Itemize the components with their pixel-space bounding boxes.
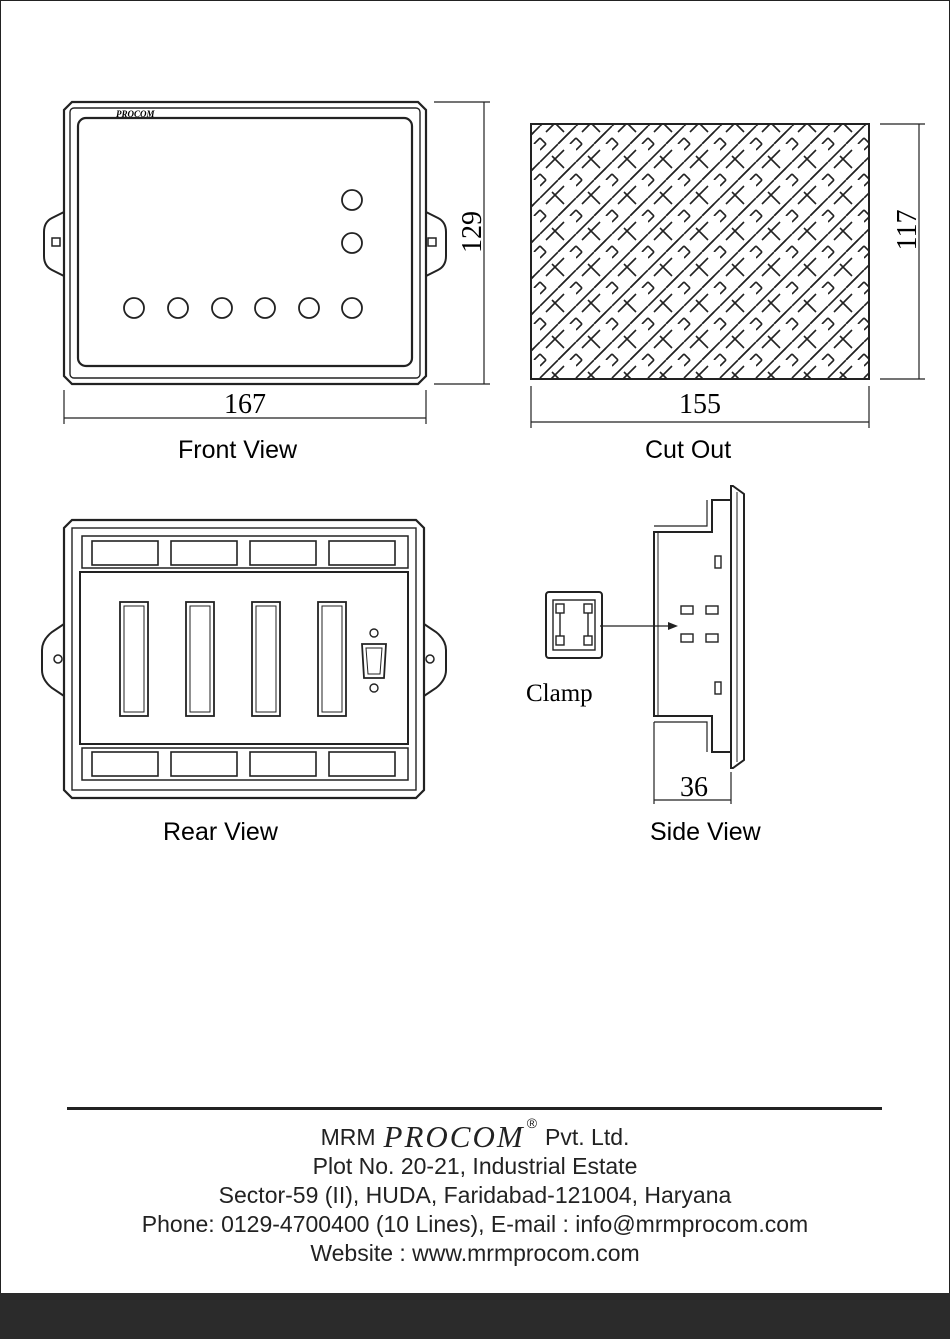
phone-email-line: Phone: 0129-4700400 (10 Lines), E-mail :… bbox=[0, 1210, 950, 1239]
address-line-1: Plot No. 20-21, Industrial Estate bbox=[0, 1152, 950, 1181]
front-left-ear bbox=[44, 212, 64, 276]
company-name-line: MRM PROCOM ® Pvt. Ltd. bbox=[0, 1122, 950, 1152]
front-view bbox=[44, 102, 490, 424]
company-footer: MRM PROCOM ® Pvt. Ltd. Plot No. 20-21, I… bbox=[0, 1122, 950, 1268]
side-view-caption: Side View bbox=[650, 818, 761, 847]
cut-out-width-dimension: 155 bbox=[679, 389, 721, 420]
front-width-dimension: 167 bbox=[224, 389, 266, 420]
company-suffix: Pvt. Ltd. bbox=[545, 1123, 629, 1152]
front-outer-bezel bbox=[64, 102, 426, 384]
website-line: Website : www.mrmprocom.com bbox=[0, 1239, 950, 1268]
rear-view-caption: Rear View bbox=[163, 818, 278, 847]
address-line-2: Sector-59 (II), HUDA, Faridabad-121004, … bbox=[0, 1181, 950, 1210]
rear-view bbox=[42, 520, 446, 798]
cut-out-caption: Cut Out bbox=[645, 436, 731, 465]
rear-left-ear bbox=[42, 624, 64, 696]
cut-out-area bbox=[531, 124, 869, 379]
rear-outer-frame bbox=[64, 520, 424, 798]
rear-right-ear bbox=[424, 624, 446, 696]
cut-out-height-dimension: 117 bbox=[892, 210, 923, 251]
registered-mark: ® bbox=[527, 1109, 537, 1138]
clamp-label: Clamp bbox=[526, 680, 593, 707]
front-height-dimension: 129 bbox=[457, 211, 488, 253]
footer-divider bbox=[67, 1107, 882, 1110]
clamp bbox=[546, 592, 602, 658]
cut-out-view bbox=[531, 124, 925, 428]
bottom-bar bbox=[0, 1293, 950, 1339]
front-logo-text: PROCOM bbox=[116, 109, 156, 119]
technical-drawing: PROCOM 167 129 155 117 bbox=[0, 0, 950, 900]
front-view-caption: Front View bbox=[178, 436, 297, 465]
side-depth-dimension: 36 bbox=[680, 772, 708, 803]
procom-logo: PROCOM bbox=[384, 1122, 525, 1152]
side-view bbox=[546, 486, 744, 804]
company-prefix: MRM bbox=[321, 1123, 376, 1152]
